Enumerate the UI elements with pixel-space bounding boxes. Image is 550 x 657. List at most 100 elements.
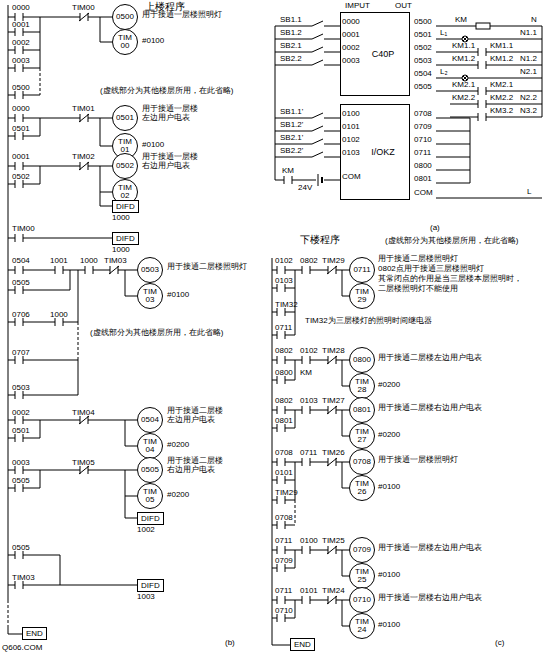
contact-gap — [328, 596, 336, 604]
output-coil: 0500 — [112, 4, 138, 30]
switch-gap — [312, 63, 324, 67]
node-text: TIM 28 — [352, 378, 372, 394]
contact-symbol — [63, 266, 64, 274]
nc-slash — [79, 162, 89, 170]
wire — [342, 462, 343, 488]
address-label: 0101 — [275, 468, 293, 477]
contact-gap — [302, 458, 310, 466]
output-coil: 0800 — [349, 347, 375, 373]
difd-box: DIFD1000 — [112, 232, 139, 254]
contact-gap — [15, 266, 23, 274]
contact-gap — [302, 596, 310, 604]
switch-symbol — [312, 152, 323, 157]
contact-gap — [302, 546, 310, 554]
contact-gap — [277, 266, 285, 274]
annotation-text: SB1.2' — [280, 120, 303, 129]
node-text: TIM 25 — [352, 568, 372, 584]
wire — [342, 386, 349, 387]
contact-gap — [55, 266, 63, 274]
node-text: I/OKZ — [371, 147, 395, 157]
annotation-text: 用于接通二层楼 左边用户电表 — [167, 406, 229, 424]
wire — [125, 446, 137, 447]
contact-symbol — [277, 596, 278, 604]
wire — [342, 270, 343, 296]
contact-symbol — [285, 458, 286, 466]
contact-symbol — [302, 458, 303, 466]
address-label: 0100 — [342, 109, 360, 118]
address-label: 0711 — [275, 586, 292, 595]
annotation-text: KM1.1 — [490, 41, 513, 50]
annotation-text: KM2.2 — [452, 93, 475, 102]
annotation-text: #0100 — [378, 620, 400, 629]
nc-slash — [79, 114, 89, 122]
annotation-text: SB2.1 — [280, 41, 302, 50]
contact-gap — [15, 114, 23, 122]
contact-symbol — [15, 162, 16, 170]
relay-coil — [476, 23, 490, 29]
wire — [40, 166, 41, 184]
contact-symbol — [15, 91, 16, 99]
switch-symbol — [312, 60, 323, 65]
contact-symbol — [23, 64, 24, 72]
end-box: END — [290, 638, 315, 651]
annotation-text: 用于接通一层楼 右边用户电表 — [142, 152, 204, 170]
address-label: 0002 — [12, 38, 30, 47]
contact-gap — [328, 406, 336, 414]
wire — [8, 470, 137, 471]
wire — [342, 488, 349, 489]
contact-symbol — [15, 46, 16, 54]
node-text: END — [22, 627, 47, 640]
contact-symbol — [310, 546, 311, 554]
node-text: END — [290, 638, 315, 651]
annotation-text: COM — [414, 188, 433, 197]
contact-gap — [15, 162, 23, 170]
annotation-text: 用于接通二层楼照明灯 — [167, 262, 247, 271]
wire — [100, 42, 112, 43]
contact-symbol — [277, 266, 278, 274]
annotation-text: KM1.2 — [452, 54, 475, 63]
nc-slash — [327, 458, 337, 466]
difd-box: DIFD1003 — [137, 579, 164, 601]
contact-symbol — [93, 266, 94, 274]
contact-symbol — [23, 466, 24, 474]
wire — [100, 146, 112, 147]
wire — [125, 518, 137, 519]
contact-symbol — [15, 391, 16, 399]
wire — [8, 17, 112, 18]
battery-symbol — [321, 177, 323, 183]
switch-gap — [312, 37, 324, 41]
contact-symbol — [478, 113, 479, 121]
contact-symbol — [277, 564, 278, 572]
wire — [436, 131, 470, 132]
contact-gap — [15, 28, 23, 36]
contact-symbol — [486, 113, 487, 121]
wire — [275, 157, 340, 158]
address-label: 0708 — [275, 448, 293, 457]
contact-symbol — [478, 48, 479, 56]
output-coil: TIM 28 — [349, 373, 375, 399]
contact-gap — [277, 564, 285, 572]
wire — [342, 600, 343, 626]
contact-symbol — [23, 13, 24, 21]
output-coil: 0504 — [137, 407, 163, 433]
wire — [40, 470, 41, 488]
contact-symbol — [15, 286, 16, 294]
wire — [436, 78, 542, 79]
wire — [40, 420, 41, 438]
wire — [125, 270, 126, 296]
contact-symbol — [277, 284, 278, 292]
contact-symbol — [15, 114, 16, 122]
contact-gap — [328, 546, 336, 554]
wire — [436, 183, 470, 184]
address-label: 0001 — [342, 30, 360, 39]
contact-symbol — [15, 318, 16, 326]
annotation-text: TIM04 — [72, 408, 95, 417]
annotation-text: N2.1 — [520, 67, 537, 76]
switch-symbol — [312, 139, 323, 144]
annotation-text: #0100 — [167, 290, 189, 299]
nc-slash — [79, 416, 89, 424]
annotation-text: 用于接通二层楼左边用户电表 — [378, 353, 482, 362]
contact-symbol — [23, 551, 24, 559]
contact-symbol — [277, 308, 278, 316]
node-text: DIFD — [112, 232, 139, 245]
